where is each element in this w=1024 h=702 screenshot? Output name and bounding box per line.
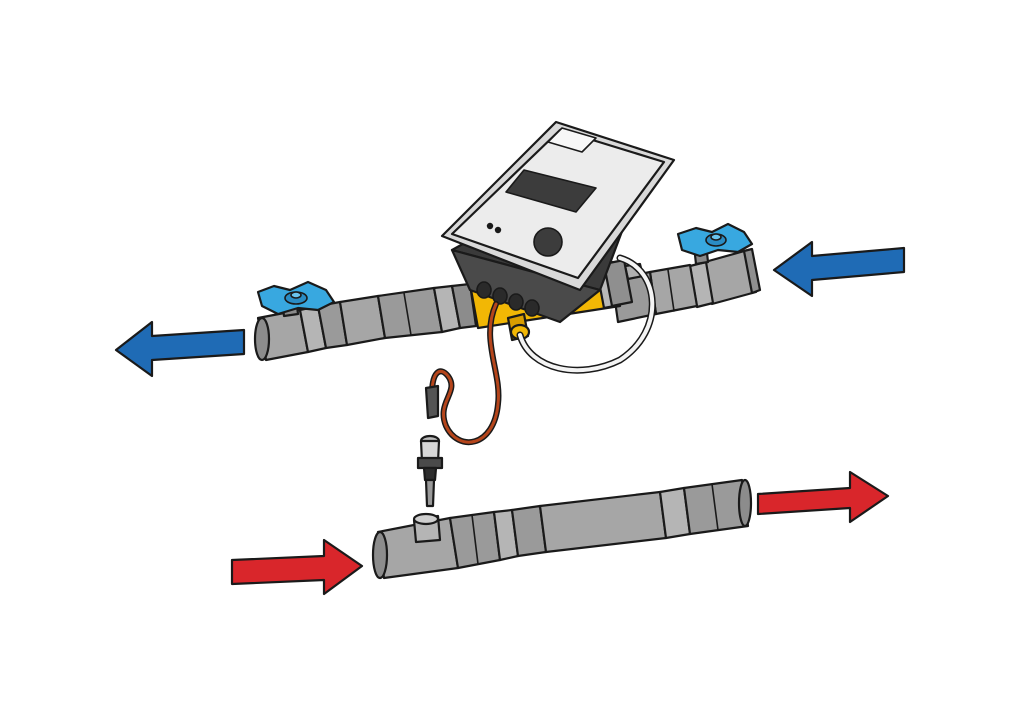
meter-push-button <box>533 227 563 257</box>
sensor-cable <box>430 302 500 444</box>
meter-label-window <box>547 127 597 153</box>
cold-return-inlet-arrow <box>772 240 906 298</box>
meter-lcd-display <box>505 169 597 213</box>
meter-indicator-led <box>486 222 494 230</box>
cold-return-outlet-arrow <box>114 320 246 378</box>
left-ball-valve <box>253 280 349 362</box>
temperature-sensor-icon <box>416 434 444 508</box>
lower-pipe-assembly <box>371 478 753 580</box>
upper-left-pipe <box>338 282 478 347</box>
cable-glands <box>476 281 540 317</box>
heat-meter-icon <box>440 120 676 324</box>
upper-right-fitting <box>648 247 762 316</box>
hot-flow-outlet-arrow <box>756 470 890 524</box>
flow-direction-arrows <box>114 240 906 596</box>
hot-flow-inlet-arrow <box>230 538 364 596</box>
temperature-sensor-assembly <box>416 301 502 508</box>
meter-indicator-led <box>494 226 502 234</box>
